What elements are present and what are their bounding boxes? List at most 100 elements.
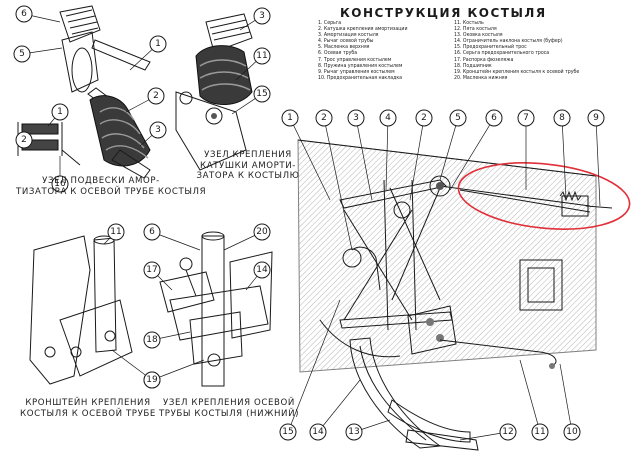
callout-bm-1: 20 — [223, 223, 271, 251]
callout-bl-0: 11 — [103, 223, 125, 245]
callout-circle — [253, 223, 271, 241]
callout-leader — [385, 117, 389, 191]
diagram-title: КОНСТРУКЦИЯ КОСТЫЛЯ — [340, 6, 547, 20]
callout-bm-4: 18 — [143, 331, 191, 349]
callout-leader — [355, 117, 373, 201]
callout-circle — [309, 423, 327, 441]
callout-number: 1 — [155, 39, 161, 49]
callout-circle — [415, 109, 433, 127]
callout-tl-2: 1 — [129, 35, 167, 71]
callout-number: 2 — [421, 113, 427, 123]
legend-entry: 3. Амортизация костыля — [318, 32, 379, 39]
callout-number: 2 — [21, 135, 27, 145]
callout-leader — [561, 117, 567, 199]
callout-circle — [149, 121, 167, 139]
callout-number: 5 — [19, 49, 25, 59]
callout-circle — [107, 223, 125, 241]
callout-circle — [563, 423, 581, 441]
callout-main-2: 3 — [347, 109, 373, 201]
callout-main-14: 11 — [519, 359, 549, 441]
callout-circle — [253, 7, 271, 25]
callout-circle — [143, 371, 161, 389]
callout-main-3: 4 — [379, 109, 397, 191]
callout-circle — [253, 85, 271, 103]
callout-main-7: 7 — [517, 109, 535, 190]
callout-number: 15 — [256, 89, 267, 99]
callout-number: 3 — [259, 11, 265, 21]
callout-number: 9 — [593, 113, 599, 123]
callout-main-0: 1 — [281, 109, 331, 201]
callout-number: 6 — [491, 113, 497, 123]
callout-tl-7: 16 — [51, 156, 69, 193]
legend-entry: 10. Предохранительная накладка — [318, 74, 403, 81]
callout-number: 16 — [54, 179, 66, 189]
callout-leader — [323, 117, 353, 251]
callout-circle — [143, 331, 161, 349]
callout-circle — [315, 109, 333, 127]
callout-main-15: 10 — [559, 363, 581, 441]
callout-bm-5: 19 — [143, 359, 205, 389]
callout-bm-3: 14 — [245, 261, 271, 291]
caption-lower-mount: УЗЕЛ КРЕПЛЕНИЯ ОСЕВОЙ ТРУБЫ КОСТЫЛЯ (НИЖ… — [158, 398, 300, 419]
callout-number: 11 — [256, 51, 267, 61]
highlight-ellipse — [457, 162, 631, 230]
callout-main-8: 8 — [553, 109, 571, 199]
callout-tm-2: 15 — [231, 85, 271, 115]
callout-leader — [409, 117, 425, 201]
callout-circle — [253, 47, 271, 65]
callout-leader — [151, 231, 201, 251]
callout-tl-5: 1 — [47, 103, 69, 127]
spool-node-drawing — [175, 13, 253, 171]
callout-number: 4 — [385, 113, 391, 123]
callout-circle — [553, 109, 571, 127]
legend-entry: 4. Рычаг осевой трубы — [318, 38, 374, 45]
callout-circle — [347, 109, 365, 127]
callout-number: 13 — [348, 427, 359, 437]
callout-leader — [289, 117, 331, 201]
callout-circle — [517, 109, 535, 127]
callout-number: 11 — [534, 427, 545, 437]
callout-number: 19 — [146, 375, 158, 385]
legend-entry: 8. Пружина управления костылем — [318, 62, 403, 69]
callout-bm-2: 17 — [143, 261, 173, 291]
legend-entry: 20. Масленка нижняя — [454, 74, 508, 81]
callout-circle — [143, 261, 161, 279]
callout-circle — [449, 109, 467, 127]
callout-circle — [379, 109, 397, 127]
legend-entry: 11. Костыль — [454, 20, 484, 26]
caption-bracket: КРОНШТЕЙН КРЕПЛЕНИЯ КОСТЫЛЯ К ОСЕВОЙ ТРУ… — [20, 398, 156, 419]
legend-entry: 13. Оковка костыля — [454, 32, 503, 39]
callout-circle — [143, 223, 161, 241]
callout-number: 20 — [256, 227, 268, 237]
callout-number: 14 — [256, 265, 268, 275]
callout-number: 10 — [566, 427, 578, 437]
callout-number: 5 — [455, 113, 461, 123]
callout-circle — [499, 423, 517, 441]
callout-number: 2 — [153, 91, 159, 101]
callout-main-11: 14 — [309, 379, 361, 441]
callout-leader — [439, 117, 459, 181]
callout-main-10: 15 — [279, 299, 341, 441]
callout-bm-0: 6 — [143, 223, 201, 251]
callout-tm-0: 3 — [239, 7, 271, 31]
callout-leader — [287, 299, 341, 433]
callout-circle — [149, 35, 167, 53]
callout-circle — [13, 45, 31, 63]
callout-number: 6 — [21, 9, 27, 19]
callout-number: 17 — [146, 265, 157, 275]
caption-spool-node: УЗЕЛ КРЕПЛЕНИЯ КАТУШКИ АМОРТИ- ЗАТОРА К … — [196, 150, 300, 181]
legend-entry: 17. Распорка фюзеляжа — [454, 56, 514, 63]
callout-number: 3 — [155, 125, 161, 135]
callout-circle — [531, 423, 549, 441]
callout-tl-3: 2 — [125, 87, 165, 113]
legend-entry: 7. Трос управления костылем — [318, 56, 392, 63]
callout-number: 2 — [321, 113, 327, 123]
caption-suspension-node: УЗЕЛ ПОДВЕСКИ АМОР- ТИЗАТОРА К ОСЕВОЙ ТР… — [16, 176, 207, 197]
callout-circle — [345, 423, 363, 441]
legend-entry: 19. Кронштейн крепления костыля к осевой… — [454, 68, 580, 75]
callout-leader — [559, 363, 573, 433]
callout-circle — [281, 109, 299, 127]
